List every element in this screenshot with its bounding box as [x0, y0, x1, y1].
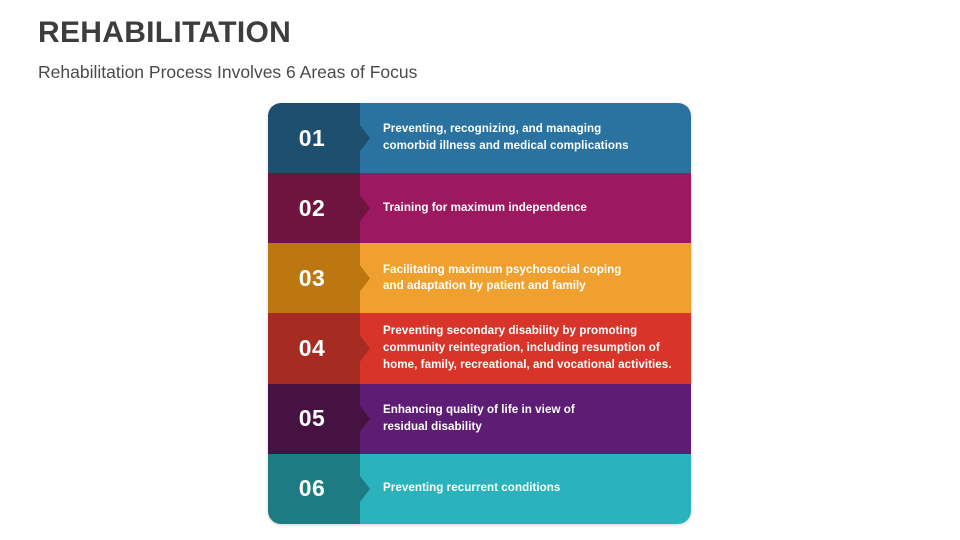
chevron-right-icon-2	[360, 195, 370, 222]
step-number-block-6: 06	[268, 453, 370, 524]
step-text-block-1: Preventing, recognizing, and managing co…	[360, 103, 691, 174]
step-text-block-3: Facilitating maximum psychosocial coping…	[360, 243, 691, 314]
focus-area-row-1[interactable]: 01 Preventing, recognizing, and managing…	[268, 103, 691, 174]
chevron-right-icon-5	[360, 405, 370, 432]
rehabilitation-focus-areas-diagram: 01 Preventing, recognizing, and managing…	[268, 103, 691, 524]
chevron-right-icon-4	[360, 335, 370, 362]
step-text-block-4: Preventing secondary disability by promo…	[360, 313, 691, 384]
step-description-4: Preventing secondary disability by promo…	[383, 324, 672, 371]
step-number-3: 03	[298, 264, 326, 291]
step-number-1: 01	[298, 124, 326, 151]
step-number-2: 02	[298, 194, 326, 221]
step-description-5: Enhancing quality of life in view of res…	[383, 402, 575, 433]
focus-area-row-2[interactable]: 02 Training for maximum independence	[268, 173, 691, 244]
step-number-block-1: 01	[268, 103, 370, 174]
step-description-3: Facilitating maximum psychosocial coping…	[383, 262, 622, 293]
step-text-block-5: Enhancing quality of life in view of res…	[360, 383, 691, 454]
step-description-1: Preventing, recognizing, and managing co…	[383, 122, 629, 153]
page-subtitle: Rehabilitation Process Involves 6 Areas …	[38, 62, 418, 82]
chevron-right-icon-6	[360, 475, 370, 502]
page-title: REHABILITATION	[38, 16, 292, 49]
focus-area-row-3[interactable]: 03 Facilitating maximum psychosocial cop…	[268, 243, 691, 314]
focus-area-row-6[interactable]: 06 Preventing recurrent conditions	[268, 453, 691, 524]
step-number-4: 04	[298, 335, 326, 362]
step-number-6: 06	[298, 475, 326, 502]
step-text-block-2: Training for maximum independence	[360, 173, 691, 244]
step-number-block-2: 02	[268, 173, 370, 244]
chevron-right-icon-1	[360, 125, 370, 152]
header: REHABILITATION Rehabilitation Process In…	[38, 16, 738, 83]
step-number-block-5: 05	[268, 383, 370, 454]
chevron-right-icon-3	[360, 265, 370, 292]
focus-area-row-4[interactable]: 04 Preventing secondary disability by pr…	[268, 313, 691, 384]
step-number-5: 05	[298, 405, 326, 432]
step-description-2: Training for maximum independence	[383, 200, 587, 214]
step-number-block-3: 03	[268, 243, 370, 314]
focus-area-row-5[interactable]: 05 Enhancing quality of life in view of …	[268, 383, 691, 454]
step-number-block-4: 04	[268, 313, 370, 384]
step-text-block-6: Preventing recurrent conditions	[360, 453, 691, 524]
step-description-6: Preventing recurrent conditions	[383, 481, 561, 495]
